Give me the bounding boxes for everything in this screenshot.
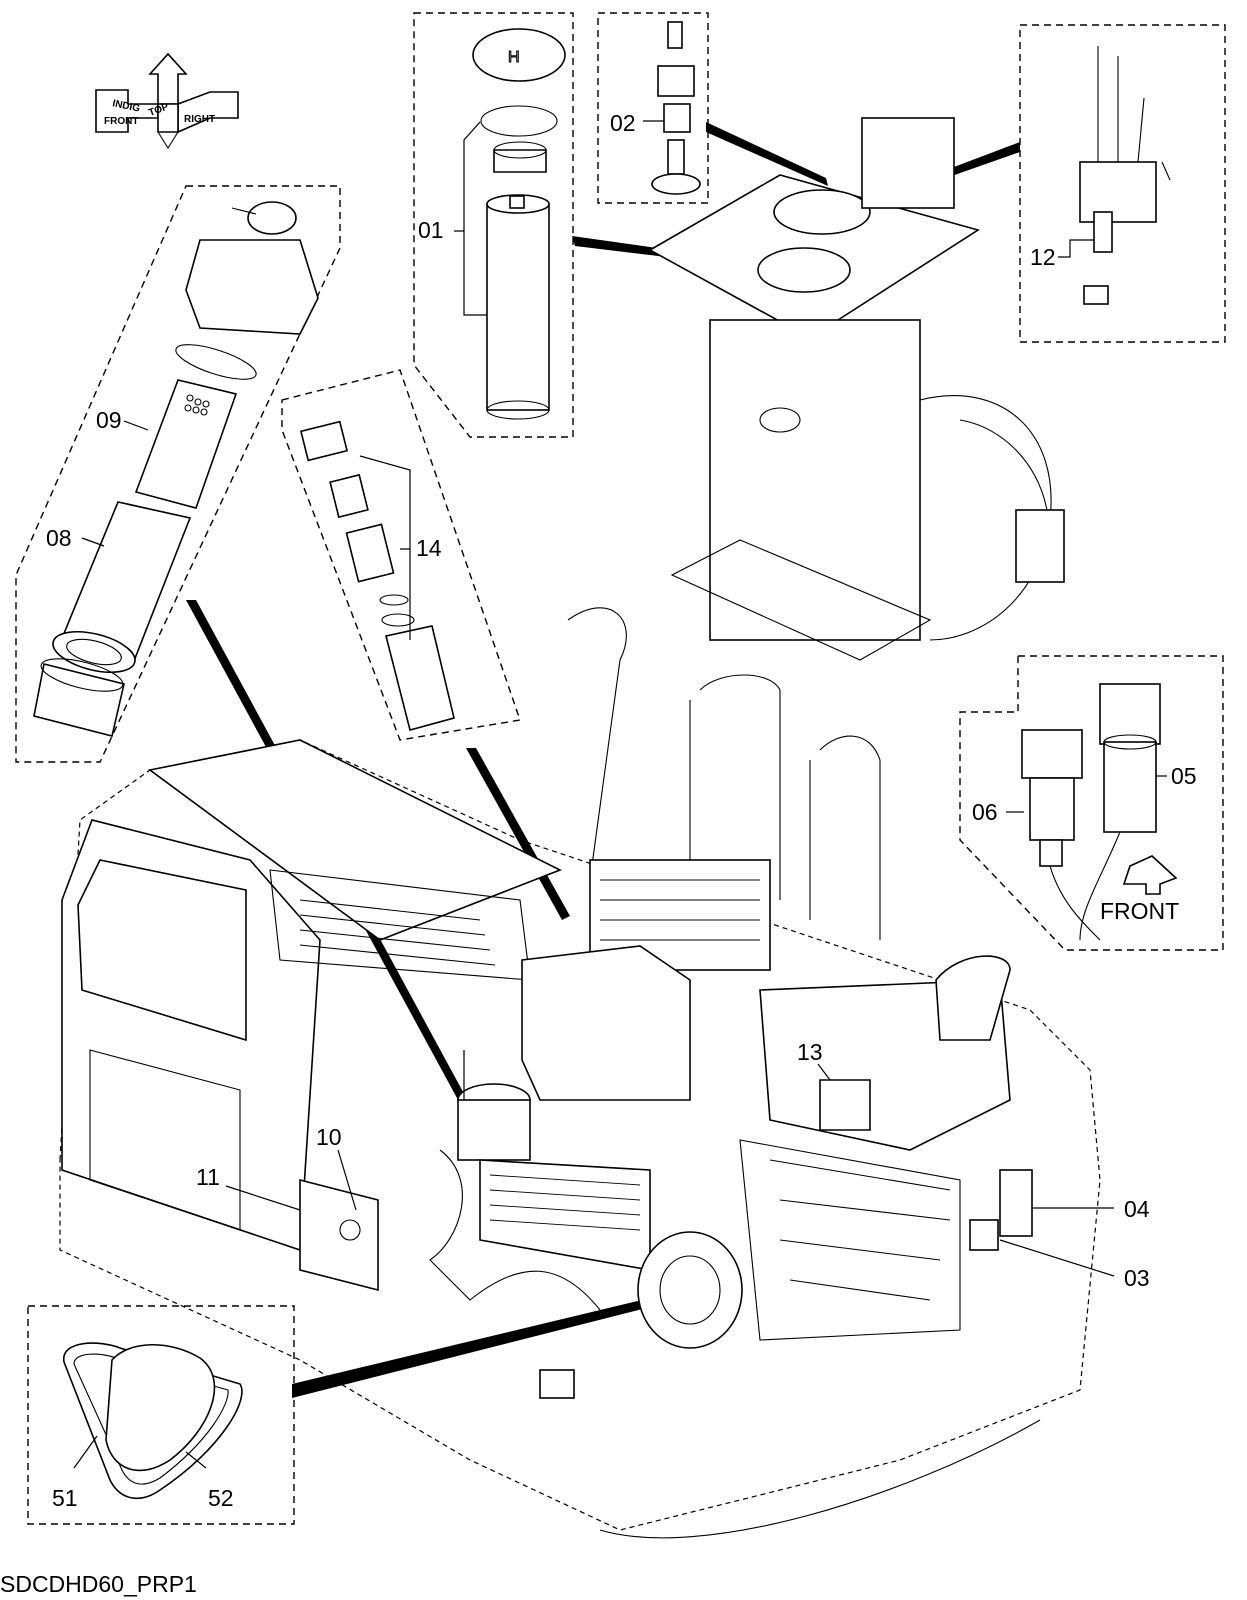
callout-10: 10: [316, 1124, 342, 1150]
detail-box-filter-14: [281, 369, 521, 741]
callout-05: 05: [1171, 763, 1197, 789]
callout-03: 03: [1124, 1265, 1150, 1291]
hydraulic-tank: [648, 117, 1065, 661]
callout-04: 04: [1124, 1196, 1150, 1222]
return-filter-assembly: H: [454, 28, 566, 420]
callout-51: 51: [52, 1485, 78, 1511]
front-direction-label: FRONT: [1100, 898, 1179, 924]
orientation-indicator: TOP FRONT RIGHT INDIG: [95, 52, 239, 150]
callout-02: 02: [610, 110, 636, 136]
callout-14: 14: [416, 535, 442, 561]
leader-lines: [225, 1050, 1115, 1277]
orient-front-label: FRONT: [104, 116, 138, 127]
filter-perforations: [184, 394, 210, 416]
callout-13: 13: [797, 1039, 823, 1065]
callout-11: 11: [196, 1164, 220, 1190]
detail-box-part-02: [597, 12, 709, 204]
drawing-code: SDCDHD60_PRP1: [0, 1571, 197, 1597]
callout-12: 12: [1030, 244, 1056, 270]
pilot-filter-assembly: [299, 420, 455, 731]
callout-52: 52: [208, 1485, 234, 1511]
detail-box-belts: [27, 1305, 295, 1525]
callout-09: 09: [96, 407, 122, 433]
breather-assembly: [643, 21, 701, 195]
callout-01: 01: [418, 217, 444, 243]
excavator-body: [59, 607, 1101, 1539]
fuel-filter-assembly: [1006, 683, 1178, 941]
svg-text:H: H: [508, 49, 520, 66]
air-cleaner-assembly: [33, 201, 319, 737]
detail-box-air-filter: [15, 185, 341, 763]
orient-right-label: RIGHT: [184, 114, 215, 125]
callout-08: 08: [46, 525, 72, 551]
detail-box-filter-01: [413, 12, 574, 438]
callout-06: 06: [972, 799, 998, 825]
belt-assembly: [63, 1342, 243, 1499]
detail-box-fuel-filters: [959, 655, 1224, 951]
radiator-grid: [600, 879, 760, 941]
detail-box-valve-12: [1019, 24, 1226, 343]
engine-grill: [489, 1174, 641, 1231]
pilot-valve-assembly: [1058, 46, 1171, 305]
